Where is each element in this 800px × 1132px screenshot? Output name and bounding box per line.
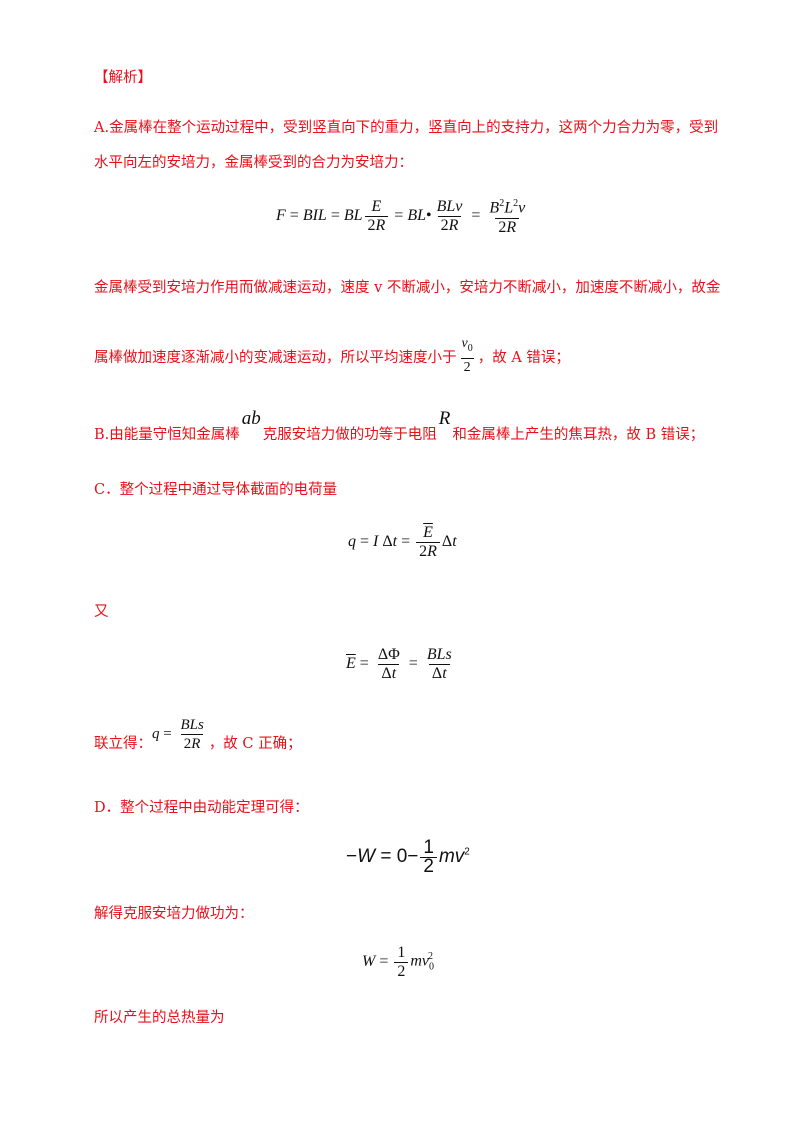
option-b-line: B.由能量守恒知金属棒 ab 克服安培力做的功等于电阻 R 和金属棒上产生的焦耳… — [94, 408, 705, 444]
solution-heading: 【解析】 — [94, 70, 152, 86]
option-d-line-3: 所以产生的总热量为 — [94, 1010, 225, 1026]
option-d-line-1: D．整个过程中由动能定理可得： — [94, 800, 309, 816]
option-c-conclusion: ，故 C 正确； — [208, 735, 302, 752]
option-a-conclusion: ，故 A 错误； — [477, 349, 570, 366]
text-you: 又 — [94, 604, 109, 620]
option-b-text-3: 和金属棒上产生的焦耳热，故 B 错误； — [452, 427, 705, 443]
symbol-r: R — [438, 408, 451, 429]
option-b-text-2: 克服安培力做的功等于电阻 — [262, 427, 437, 443]
option-a-line-3: 金属棒受到安培力作用而做减速运动，速度 v 不断减小，安培力不断减小，加速度不断… — [94, 280, 721, 296]
option-b-text-1: B.由能量守恒知金属棒 — [94, 427, 240, 443]
symbol-ab: ab — [241, 408, 261, 429]
option-c-text-1: 联立得： — [94, 735, 152, 752]
option-a-line-4-text: 属棒做加速度逐渐减小的变减速运动，所以平均速度小于 — [94, 349, 457, 366]
option-a-line-2: 水平向左的安培力，金属棒受到的合力为安培力： — [94, 155, 413, 171]
option-d-line-2: 解得克服安培力做功为： — [94, 906, 254, 922]
option-c-line-1: C．整个过程中通过导体截面的电荷量 — [94, 482, 338, 498]
option-a-line-1: A.金属棒在整个运动过程中，受到竖直向下的重力，竖直向上的支持力，这两个力合力为… — [94, 120, 719, 136]
